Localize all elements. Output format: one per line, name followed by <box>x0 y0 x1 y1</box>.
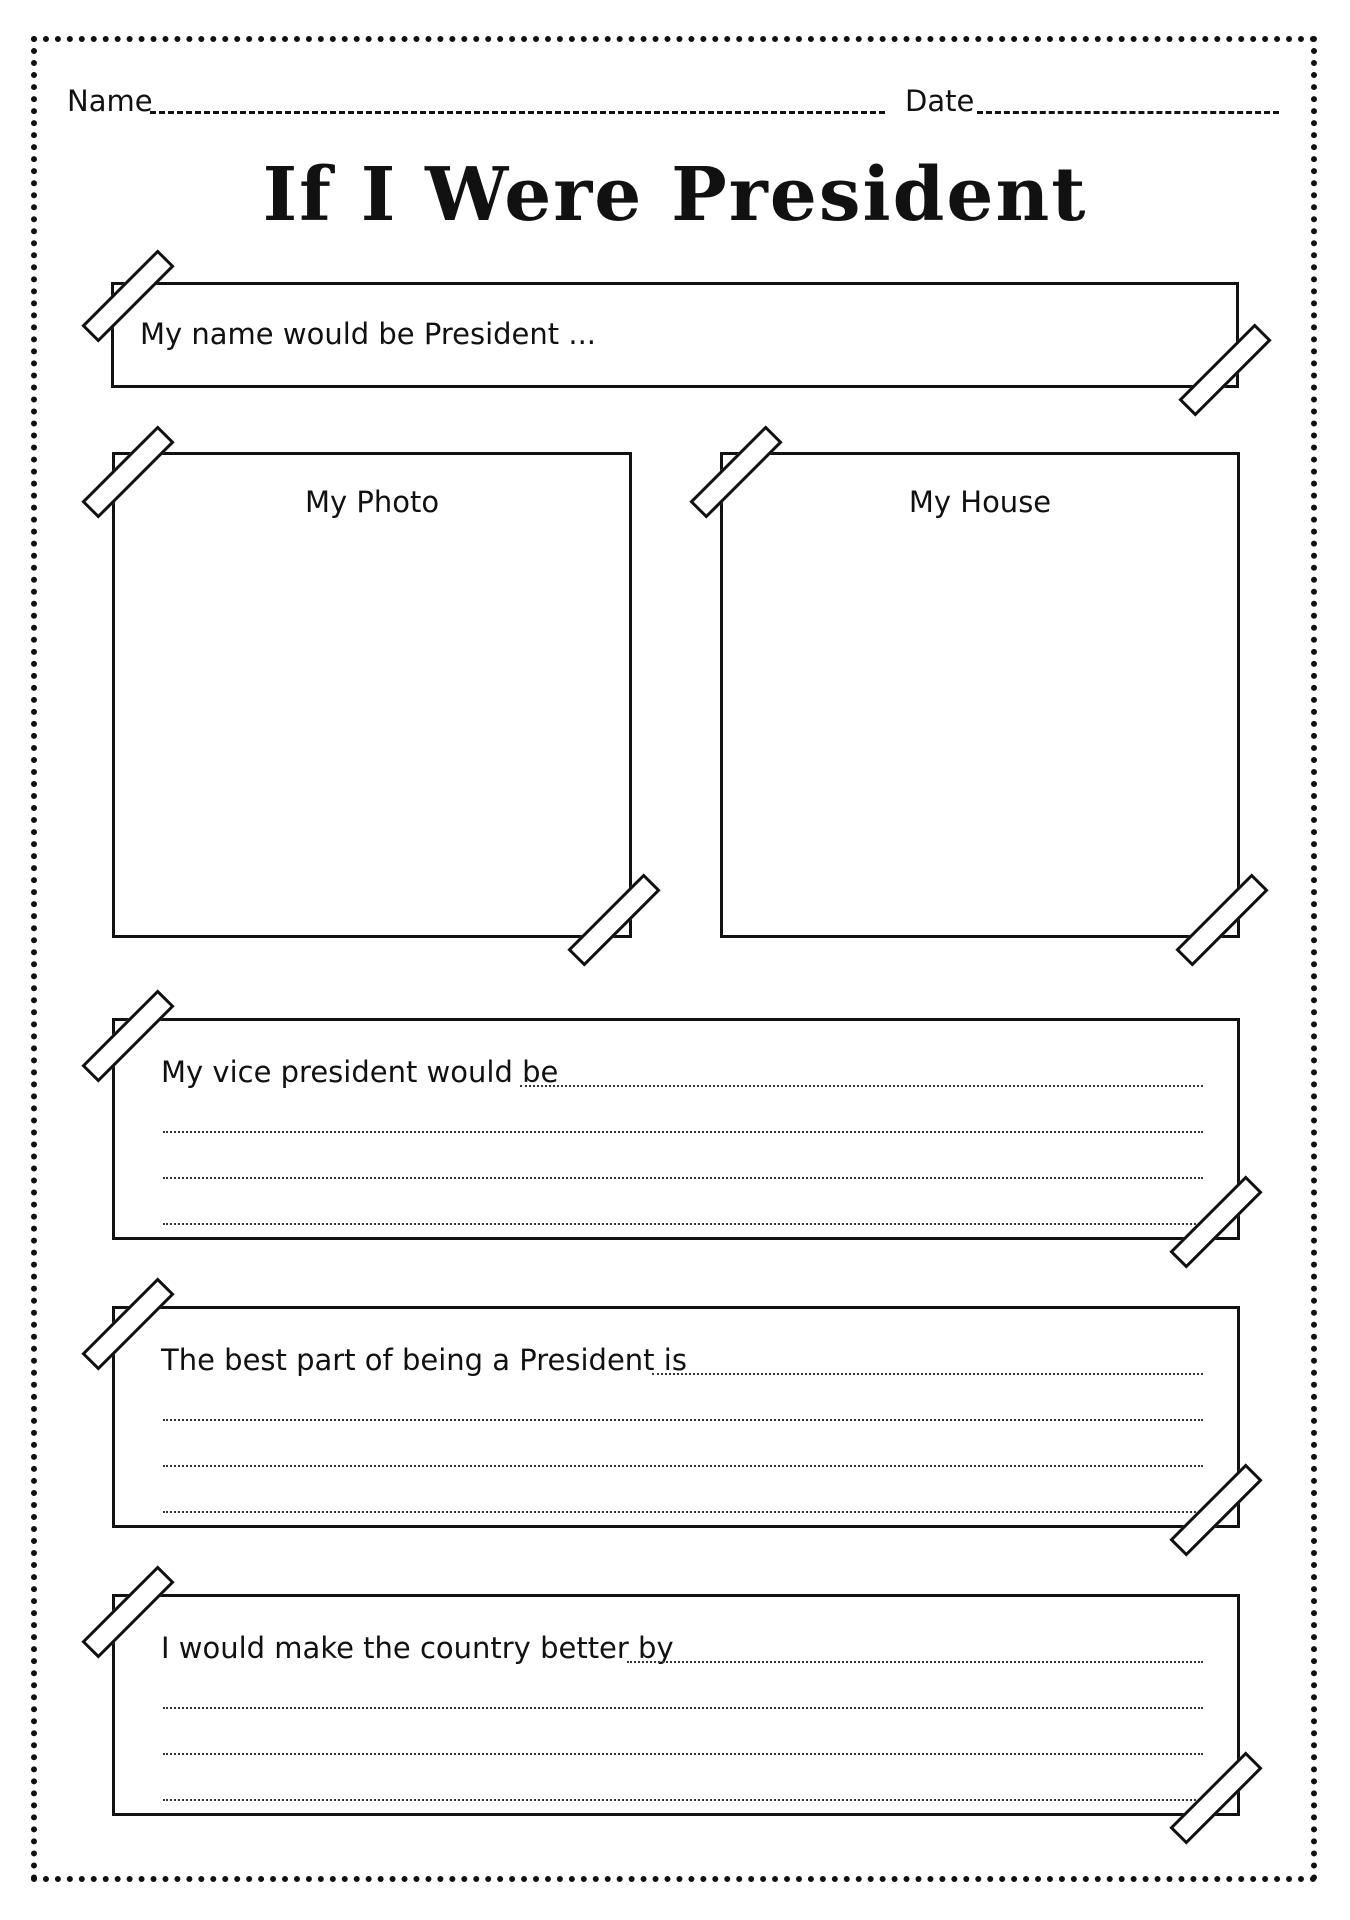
house-box-label: My House <box>908 485 1052 519</box>
answer-line[interactable] <box>163 1131 1203 1133</box>
country-better-box[interactable]: I would make the country better by <box>112 1594 1240 1816</box>
page-border <box>31 36 1317 1882</box>
best-part-box[interactable]: The best part of being a President is <box>112 1306 1240 1528</box>
name-label: Name <box>67 84 153 118</box>
answer-line[interactable] <box>163 1753 1203 1755</box>
country-better-label: I would make the country better by <box>161 1631 674 1665</box>
answer-line[interactable] <box>163 1177 1203 1179</box>
answer-line[interactable] <box>652 1373 1203 1375</box>
photo-box[interactable]: My Photo <box>112 452 632 938</box>
answer-line[interactable] <box>163 1465 1203 1467</box>
best-part-label: The best part of being a President is <box>161 1343 687 1377</box>
answer-line[interactable] <box>163 1511 1203 1513</box>
answer-line[interactable] <box>627 1661 1203 1663</box>
answer-line[interactable] <box>520 1085 1203 1087</box>
date-field[interactable] <box>977 111 1279 114</box>
house-box[interactable]: My House <box>720 452 1240 938</box>
answer-line[interactable] <box>163 1799 1203 1801</box>
photo-box-label: My Photo <box>304 485 440 519</box>
answer-line[interactable] <box>163 1707 1203 1709</box>
name-box[interactable]: My name would be President ... <box>111 282 1239 388</box>
vice-president-label: My vice president would be <box>161 1055 559 1089</box>
vice-president-box[interactable]: My vice president would be <box>112 1018 1240 1240</box>
answer-line[interactable] <box>163 1419 1203 1421</box>
name-field[interactable] <box>150 111 885 114</box>
date-label: Date <box>905 84 975 118</box>
page-title: If I Were President <box>262 152 1088 238</box>
answer-line[interactable] <box>163 1223 1203 1225</box>
name-box-label: My name would be President ... <box>140 317 596 351</box>
